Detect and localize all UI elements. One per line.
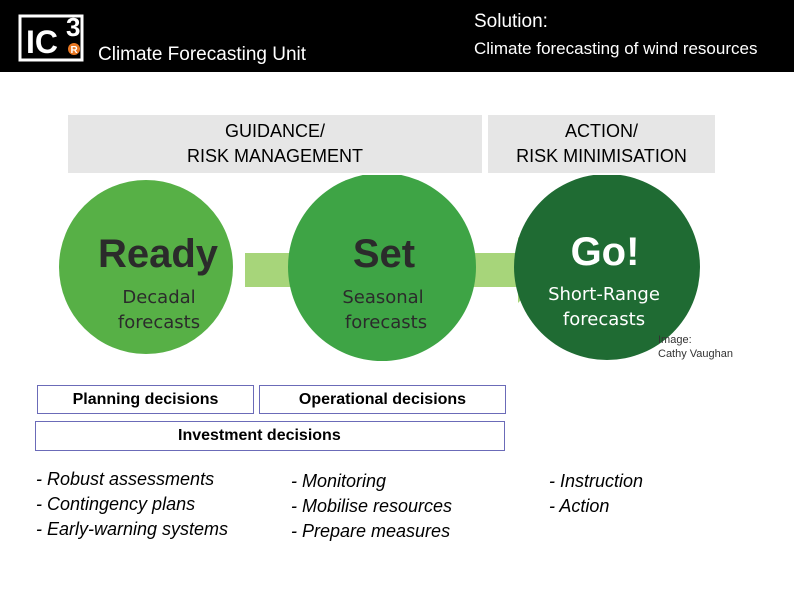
guidance-label-box: GUIDANCE/ RISK MANAGEMENT bbox=[68, 115, 482, 173]
go-circle bbox=[514, 175, 700, 360]
list-item: - Prepare measures bbox=[291, 521, 451, 541]
operational-decisions-label: Operational decisions bbox=[298, 390, 467, 408]
list-item: - Monitoring bbox=[291, 471, 387, 491]
planning-decisions-label: Planning decisions bbox=[72, 390, 219, 408]
list-item: - Contingency plans bbox=[36, 494, 196, 514]
set-line1: Seasonal bbox=[342, 287, 423, 308]
stages-diagram: Ready Decadal forecasts Set Seasonal for… bbox=[59, 175, 700, 361]
operational-decisions-box: Operational decisions bbox=[259, 385, 506, 414]
investment-decisions-label: Investment decisions bbox=[178, 427, 341, 444]
image-credit: Image: Cathy Vaughan bbox=[658, 334, 734, 360]
action-label: ACTION/ RISK MINIMISATION bbox=[516, 121, 687, 166]
action-label-box: ACTION/ RISK MINIMISATION bbox=[488, 115, 715, 173]
svg-text:3: 3 bbox=[66, 12, 80, 42]
go-line1: Short-Range bbox=[548, 284, 660, 305]
set-title: Set bbox=[353, 232, 415, 276]
set-list: - Monitoring - Mobilise resources - Prep… bbox=[291, 469, 452, 544]
set-line2: forecasts bbox=[345, 312, 427, 333]
investment-decisions-box: Investment decisions bbox=[35, 421, 505, 451]
planning-decisions-box: Planning decisions bbox=[37, 385, 254, 414]
go-line2: forecasts bbox=[563, 309, 645, 330]
ready-line2: forecasts bbox=[118, 312, 200, 333]
list-item: - Mobilise resources bbox=[291, 496, 453, 516]
solution-subtitle: Climate forecasting of wind resources bbox=[474, 39, 758, 58]
go-title: Go! bbox=[571, 230, 640, 274]
solution-title: Solution: bbox=[474, 11, 548, 32]
ready-title: Ready bbox=[98, 232, 219, 276]
unit-name: Climate Forecasting Unit bbox=[98, 44, 307, 65]
header-bar: IC 3 R Climate Forecasting Unit Solution… bbox=[0, 0, 794, 72]
ready-list: - Robust assessments - Contingency plans… bbox=[36, 467, 228, 542]
guidance-label: GUIDANCE/ RISK MANAGEMENT bbox=[186, 121, 364, 166]
list-item: - Action bbox=[549, 496, 610, 516]
svg-text:IC: IC bbox=[26, 24, 58, 60]
list-item: - Robust assessments bbox=[36, 469, 215, 489]
list-item: - Instruction bbox=[549, 471, 644, 491]
svg-text:R: R bbox=[71, 45, 79, 56]
ready-circle bbox=[59, 180, 233, 354]
ic3-logo: IC 3 R bbox=[18, 12, 84, 62]
go-list: - Instruction - Action bbox=[549, 469, 643, 519]
list-item: - Early-warning systems bbox=[36, 519, 229, 539]
ready-line1: Decadal bbox=[122, 287, 195, 308]
set-circle bbox=[288, 175, 476, 361]
